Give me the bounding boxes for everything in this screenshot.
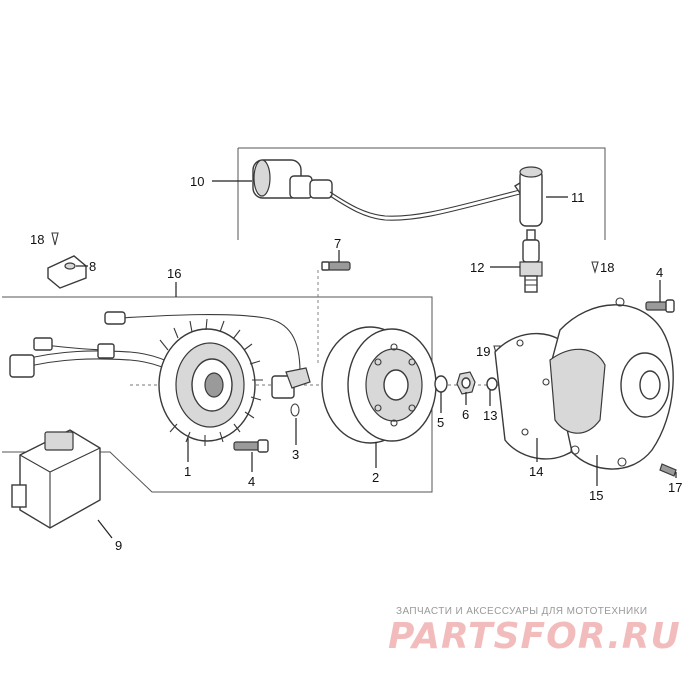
stator	[158, 318, 263, 446]
callout-12: 12	[470, 260, 484, 275]
leader-9	[97, 519, 113, 539]
callout-5: 5	[437, 415, 444, 430]
callout-17: 17	[668, 480, 682, 495]
callout-16: 16	[167, 266, 181, 281]
cdi-unit	[11, 429, 101, 529]
callout-7: 7	[334, 236, 341, 251]
washer-13	[486, 377, 498, 391]
spark-plug	[519, 229, 543, 293]
watermark-subtitle: ЗАПЧАСТИ И АКСЕССУАРЫ ДЛЯ МОТОТЕХНИКИ	[396, 606, 648, 617]
callout-14: 14	[529, 464, 543, 479]
pin-18-left	[51, 232, 59, 246]
bolt-17	[659, 463, 677, 477]
generator-cover	[549, 297, 674, 470]
callout-1: 1	[184, 464, 191, 479]
callout-3: 3	[292, 447, 299, 462]
callout-11: 11	[571, 190, 585, 205]
callout-6: 6	[462, 407, 469, 422]
callout-2: 2	[372, 470, 379, 485]
ignition-coil-group-frame	[237, 147, 606, 240]
pickup-sensor	[271, 367, 311, 417]
callout-10: 10	[190, 174, 204, 189]
spark-plug-cap	[514, 166, 543, 227]
nut-6	[456, 371, 476, 395]
callout-4-right: 4	[656, 265, 663, 280]
ignition-coil	[252, 159, 521, 221]
washer-5	[434, 375, 448, 393]
callout-15: 15	[589, 488, 603, 503]
clip-part	[47, 255, 87, 289]
wiring-harness	[9, 311, 301, 381]
bolt-4-right	[645, 299, 675, 313]
callout-18-right: 18	[600, 260, 614, 275]
callout-8: 8	[89, 259, 96, 274]
callout-9: 9	[115, 538, 122, 553]
flywheel	[321, 326, 437, 444]
watermark-logo: PARTSFOR.RU	[388, 616, 681, 657]
pin-18-right	[591, 261, 599, 274]
callout-4-left: 4	[248, 474, 255, 489]
bolt-7	[321, 261, 351, 271]
callout-18-left: 18	[30, 232, 44, 247]
callout-13: 13	[483, 408, 497, 423]
bolt-4-left	[233, 439, 269, 453]
callout-19: 19	[476, 344, 490, 359]
